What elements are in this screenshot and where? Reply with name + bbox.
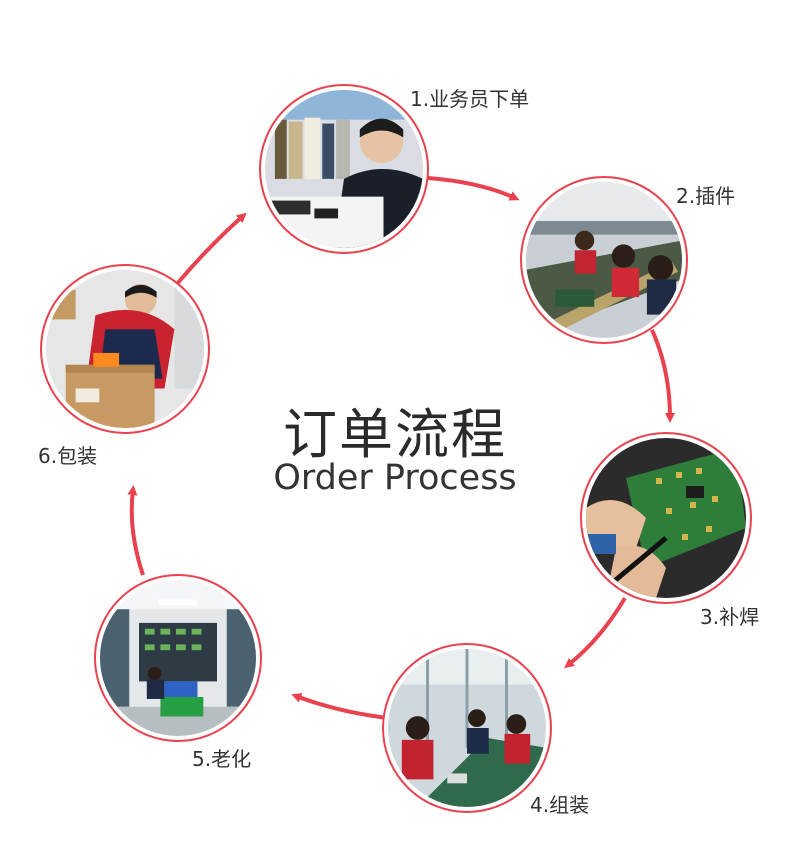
pcb-soldering-photo bbox=[586, 438, 746, 598]
step-3-circle bbox=[580, 432, 752, 604]
step-1-circle bbox=[259, 84, 429, 254]
page-title-en: Order Process bbox=[273, 458, 517, 498]
step-5-circle bbox=[94, 574, 262, 742]
step-4-circle bbox=[382, 643, 552, 813]
arrow-3-to-4 bbox=[564, 596, 627, 669]
step-6-label: 6.包装 bbox=[38, 444, 98, 468]
page-title-cn: 订单流程 bbox=[283, 403, 507, 466]
arrow-5-to-6 bbox=[127, 485, 145, 576]
step-2-label: 2.插件 bbox=[676, 184, 736, 208]
arrow-2-to-3 bbox=[650, 329, 675, 423]
step-1-label: 1.业务员下单 bbox=[410, 87, 530, 111]
arrow-4-to-5 bbox=[291, 693, 389, 720]
component-insertion-line-photo bbox=[526, 182, 682, 338]
step-6-circle bbox=[40, 264, 210, 434]
aging-test-room-photo bbox=[100, 580, 256, 736]
packing-boxes-photo bbox=[46, 270, 204, 428]
salesperson-at-desk-photo bbox=[265, 90, 423, 248]
arrow-6-to-1 bbox=[174, 212, 247, 287]
step-3-label: 3.补焊 bbox=[700, 605, 760, 629]
arrow-1-to-2 bbox=[427, 176, 520, 201]
step-5-label: 5.老化 bbox=[192, 747, 252, 771]
step-4-label: 4.组装 bbox=[530, 793, 590, 817]
assembly-line-photo bbox=[388, 649, 546, 807]
step-2-circle bbox=[520, 176, 688, 344]
